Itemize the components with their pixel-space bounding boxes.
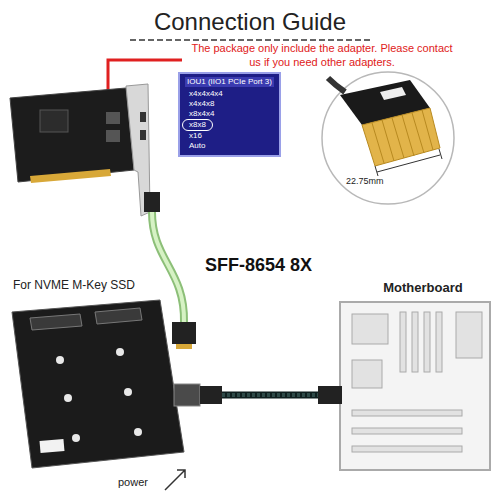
cable-plug [318, 386, 342, 404]
menu-heading: IOU1 (IIO1 PCIe Port 3) [185, 77, 274, 87]
cable-plug [144, 192, 160, 212]
title-underline [130, 39, 370, 41]
cpu-socket [352, 314, 388, 344]
pcie-card [10, 84, 160, 216]
node-heading: For NVME M-Key SSD [13, 278, 214, 292]
power-socket [40, 439, 65, 453]
menu-option: x8x8 [182, 119, 213, 131]
m2-slot [30, 314, 82, 330]
card-port [106, 112, 120, 124]
cable-plug [172, 322, 196, 344]
menu-option: x16 [185, 131, 206, 141]
connector-closeup [322, 72, 454, 204]
dimension-tick [439, 149, 442, 159]
menu-option: x4x4x8 [185, 99, 218, 109]
closeup-circle [322, 72, 454, 204]
node-heading: Motherboard [358, 280, 488, 295]
motherboard: Motherboard [318, 278, 492, 473]
dimension-line [377, 155, 440, 172]
pcie-slots [352, 410, 462, 452]
card-chip [40, 110, 68, 132]
dimension-tick [375, 166, 378, 176]
gold-fingers [30, 169, 111, 183]
chipset [352, 360, 382, 388]
page-title: Connection Guide [0, 8, 500, 36]
motherboard-illustration [318, 302, 490, 470]
power-arrow [165, 470, 185, 490]
sff-cable [222, 393, 318, 397]
finger-lines [372, 110, 433, 163]
ram-slots [400, 312, 442, 372]
cable-shadow [222, 392, 318, 399]
ssd-adapter-illustration [12, 300, 222, 490]
cable-name: SFF-8654 8X [205, 254, 375, 277]
gold-fingers [362, 108, 440, 166]
menu-option: Auto [185, 141, 209, 151]
connector-latch [380, 87, 406, 100]
closeup-cable [328, 78, 345, 92]
package-note: The package only include the adapter. Pl… [188, 42, 456, 70]
dimension-label: 22.75mm [346, 176, 396, 187]
menu-option: x8x4x4 [185, 109, 218, 119]
motherboard-outline [340, 302, 490, 470]
card-port [106, 130, 120, 142]
menu-option: x4x4x4x4 [185, 89, 227, 99]
bios-menu-box: IOU1 (IIO1 PCIe Port 3)x4x4x4x4x4x4x8x8x… [178, 72, 281, 157]
power-label: power [118, 476, 168, 490]
plug-contacts [176, 344, 192, 349]
adapter-pcb [12, 300, 184, 468]
mount-holes [56, 348, 142, 442]
cable-plug [200, 386, 222, 404]
board-port [174, 384, 200, 406]
io-block [456, 312, 482, 358]
bracket-port [140, 112, 146, 122]
bracket-port [140, 130, 146, 140]
ssd-adapter-board: For NVME M-Key SSD [5, 272, 222, 472]
card-pcb [10, 88, 134, 182]
m2-slot [95, 308, 142, 324]
